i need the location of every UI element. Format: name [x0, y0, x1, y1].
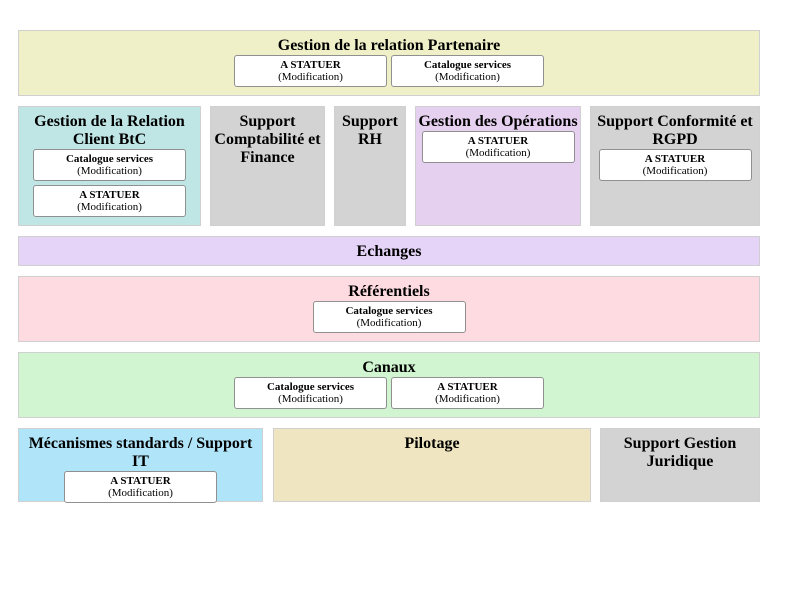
- domain-referentiels[interactable]: Référentiels Catalogue services (Modific…: [18, 276, 760, 342]
- card-name: A STATUER: [280, 59, 341, 71]
- card-name: A STATUER: [644, 153, 706, 165]
- domain-gestion-relation-partenaire[interactable]: Gestion de la relation Partenaire A STAT…: [18, 30, 760, 96]
- domain-pilotage[interactable]: Pilotage: [273, 428, 591, 502]
- domain-title: Support RH: [341, 113, 399, 148]
- service-card[interactable]: Catalogue services (Modification): [33, 149, 186, 181]
- domain-support-comptabilite-finance[interactable]: Support Comptabilité et Finance: [210, 106, 325, 226]
- domain-title: Référentiels: [348, 283, 430, 300]
- card-status: (Modification): [77, 201, 142, 213]
- domain-title: Gestion de la Relation Client BtC: [34, 113, 185, 148]
- domain-support-rh[interactable]: Support RH: [334, 106, 406, 226]
- domain-gestion-relation-client-btc[interactable]: Gestion de la Relation Client BtC Catalo…: [18, 106, 201, 226]
- domain-support-gestion-juridique[interactable]: Support Gestion Juridique: [600, 428, 760, 502]
- domain-mecanismes-standards-support-it[interactable]: Mécanismes standards / Support IT A STAT…: [18, 428, 263, 503]
- domain-title: Gestion de la relation Partenaire: [277, 37, 501, 54]
- service-card[interactable]: A STATUER (Modification): [234, 55, 387, 87]
- service-card[interactable]: Catalogue services (Modification): [391, 55, 544, 87]
- domain-echanges[interactable]: Echanges: [18, 236, 760, 266]
- card-name: Catalogue services: [345, 305, 433, 317]
- card-name: A STATUER: [110, 475, 171, 487]
- service-card[interactable]: Catalogue services (Modification): [234, 377, 387, 409]
- service-card[interactable]: Catalogue services (Modification): [312, 301, 466, 333]
- domain-title: Echanges: [356, 243, 422, 260]
- domain-title: Gestion des Opérations: [418, 113, 578, 130]
- service-card[interactable]: A STATUER (Modification): [598, 149, 752, 181]
- service-card[interactable]: A STATUER (Modification): [64, 471, 217, 503]
- card-name: Catalogue services: [65, 153, 154, 165]
- card-name: Catalogue services: [266, 381, 355, 393]
- service-card[interactable]: A STATUER (Modification): [33, 185, 186, 217]
- domain-title: Mécanismes standards / Support IT: [28, 435, 253, 470]
- domain-title: Support Gestion Juridique: [623, 435, 737, 470]
- domain-title: Support Comptabilité et Finance: [214, 113, 321, 166]
- domain-title: Canaux: [362, 359, 416, 376]
- service-card[interactable]: A STATUER (Modification): [391, 377, 544, 409]
- domain-title: Pilotage: [404, 435, 460, 452]
- card-status: (Modification): [356, 317, 422, 329]
- card-status: (Modification): [77, 165, 142, 177]
- domain-gestion-operations[interactable]: Gestion des Opérations A STATUER (Modifi…: [415, 106, 581, 226]
- card-status: (Modification): [278, 393, 343, 405]
- service-card[interactable]: A STATUER (Modification): [421, 131, 575, 163]
- card-status: (Modification): [435, 393, 500, 405]
- domain-title: Support Conformité et RGPD: [597, 113, 753, 148]
- card-name: A STATUER: [79, 189, 140, 201]
- domain-canaux[interactable]: Canaux Catalogue services (Modification)…: [18, 352, 760, 418]
- card-name: Catalogue services: [423, 59, 512, 71]
- card-name: A STATUER: [467, 135, 529, 147]
- domain-support-conformite-rgpd[interactable]: Support Conformité et RGPD A STATUER (Mo…: [590, 106, 760, 226]
- card-status: (Modification): [642, 165, 708, 177]
- card-status: (Modification): [108, 487, 173, 499]
- card-name: A STATUER: [437, 381, 498, 393]
- card-status: (Modification): [465, 147, 531, 159]
- card-status: (Modification): [278, 71, 343, 83]
- card-status: (Modification): [435, 71, 500, 83]
